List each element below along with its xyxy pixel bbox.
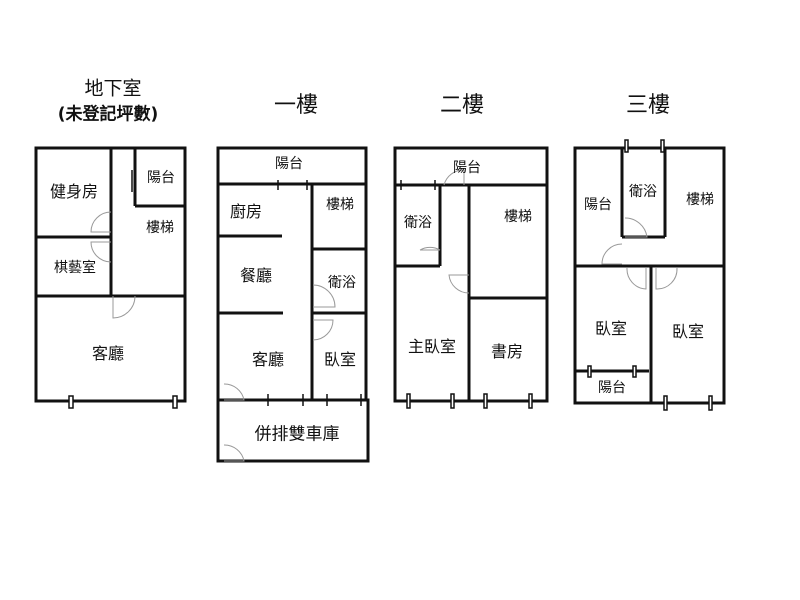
basement-walls [34,146,187,403]
second-floor-walls [393,146,549,403]
room-bathroom: 衛浴 [328,275,356,291]
door-swings [90,169,678,462]
room-chess: 棋藝室 [54,260,96,276]
room-kitchen: 廚房 [229,202,263,221]
room-gym: 健身房 [49,182,99,201]
room-study: 書房 [490,342,524,361]
basement-subtitle: (未登記坪數) [57,104,159,125]
room-balcony: 陽台 [147,170,175,186]
basement-title: 地下室 [84,77,142,100]
room-bathroom: 衛浴 [404,215,432,231]
room-stairs: 樓梯 [686,192,714,208]
room-balcony: 陽台 [275,156,303,172]
third-floor-walls [573,146,726,405]
third-floor-title: 三樓 [625,93,671,118]
room-balcony: 陽台 [584,197,612,213]
room-bedroom: 臥室 [323,350,357,369]
room-living: 客廳 [251,350,285,369]
room-master-bedroom: 主臥室 [407,337,457,356]
room-stairs: 樓梯 [146,220,174,236]
room-balcony: 陽台 [453,160,481,176]
first-floor-title: 一樓 [273,93,319,118]
room-living: 客廳 [91,344,125,363]
window-marks [68,139,713,411]
room-bedroom: 臥室 [671,322,705,341]
second-floor-title: 二樓 [439,93,485,118]
room-balcony: 陽台 [598,380,626,396]
room-bathroom: 衛浴 [629,184,657,200]
room-dining: 餐廳 [239,266,273,285]
first-floor-walls [216,146,370,463]
room-bedroom: 臥室 [594,319,628,338]
room-garage: 併排雙車庫 [254,424,340,445]
room-stairs: 樓梯 [326,197,354,213]
room-stairs: 樓梯 [504,209,532,225]
